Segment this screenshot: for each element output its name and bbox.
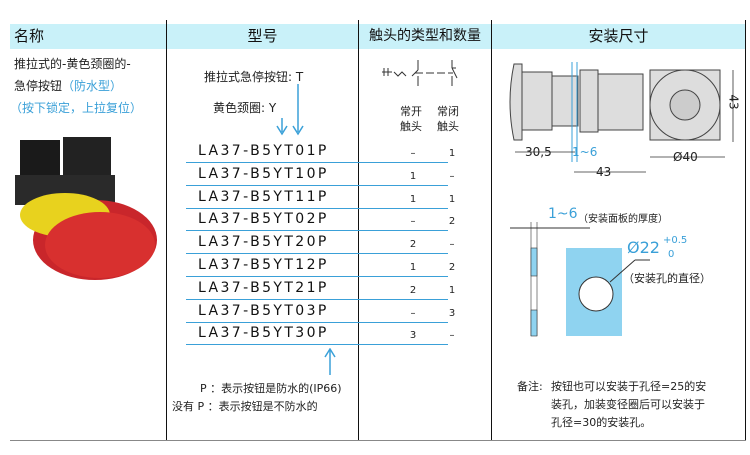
nc-count: – bbox=[449, 239, 455, 251]
action-note: （按下锁定，上拉复位） bbox=[10, 101, 143, 115]
tol-lower: 0 bbox=[668, 249, 675, 260]
remark-text: 按钮也可以安装于孔径=25的安 装孔，加装变径圈后可以安装于 孔径=30的安装孔… bbox=[551, 378, 706, 432]
nc-contact-label: 常闭触头 bbox=[437, 104, 459, 134]
header-model: 型号 bbox=[167, 24, 358, 49]
contact-symbol-icon bbox=[382, 60, 458, 86]
arrow-up-icon bbox=[324, 348, 336, 375]
nc-count: – bbox=[449, 170, 455, 182]
collar-label: 黄色颈圈: Y bbox=[213, 101, 277, 115]
no-count: 1 bbox=[409, 193, 417, 205]
model-code: LA37-B5YT21P bbox=[198, 279, 329, 296]
nc-count: 2 bbox=[448, 262, 456, 273]
no-label-2: 触头 bbox=[400, 120, 422, 133]
header-name: 名称 bbox=[10, 24, 166, 49]
row-divider bbox=[186, 162, 448, 163]
dim-43-h: 43 bbox=[596, 165, 612, 179]
remark-line: 孔径=30的安装孔。 bbox=[551, 416, 652, 429]
model-code: LA37-B5YT30P bbox=[198, 325, 329, 342]
name-line2: 急停按钮（防水型） bbox=[14, 77, 122, 94]
tol-upper: +0.5 bbox=[663, 235, 688, 246]
model-code: LA37-B5YT12P bbox=[198, 257, 329, 273]
hole-label: （安装孔的直径） bbox=[623, 272, 711, 285]
dim-1-6: 1~6 bbox=[572, 145, 598, 159]
no-count: – bbox=[410, 307, 416, 319]
row-divider bbox=[186, 298, 448, 300]
arrow-down-icons bbox=[276, 84, 304, 136]
row-divider bbox=[186, 276, 448, 277]
name-line1: 推拉式的-黄色颈圈的- bbox=[14, 57, 131, 71]
row-divider bbox=[186, 207, 448, 209]
header-contacts: 触头的类型和数量 bbox=[359, 24, 491, 49]
no-count: 1 bbox=[409, 262, 417, 273]
row-divider bbox=[186, 184, 448, 186]
nc-count: 1 bbox=[448, 193, 456, 205]
nc-count: 1 bbox=[448, 284, 456, 296]
nc-count: – bbox=[449, 330, 455, 342]
nc-count: 3 bbox=[448, 307, 456, 319]
waterproof-note: （防水型） bbox=[62, 79, 123, 93]
no-count: 3 bbox=[409, 330, 417, 342]
panel-hole-drawing bbox=[510, 222, 650, 337]
push-pull-label: 推拉式急停按钮: T bbox=[204, 70, 304, 84]
header-dims: 安装尺寸 bbox=[492, 24, 745, 49]
note-no-p: 没有 P ：表示按钮是不防水的 bbox=[172, 400, 318, 413]
model-code: LA37-B5YT10P bbox=[198, 165, 329, 182]
no-contact-label: 常开触头 bbox=[400, 104, 422, 134]
model-code: LA37-B5YT02P bbox=[198, 211, 329, 228]
dimension-drawing bbox=[509, 62, 734, 173]
name-text: 急停按钮 bbox=[14, 79, 63, 93]
no-count: 1 bbox=[409, 170, 417, 182]
note-p: P ：表示按钮是防水的(IP66) bbox=[200, 382, 342, 395]
hole-diameter: Ø22 bbox=[627, 238, 660, 257]
remark-line: 装孔，加装变径圈后可以安装于 bbox=[551, 398, 705, 411]
dim-40: Ø40 bbox=[673, 150, 698, 164]
product-photo bbox=[15, 137, 157, 280]
divider bbox=[358, 20, 359, 440]
row-divider bbox=[186, 253, 448, 255]
dim-43-v: 43 bbox=[726, 94, 741, 110]
model-code: LA37-B5YT20P bbox=[198, 234, 329, 251]
nc-label-1: 常闭 bbox=[437, 105, 459, 118]
nc-count: 1 bbox=[448, 148, 456, 159]
bottom-rule bbox=[10, 440, 746, 441]
no-count: – bbox=[410, 216, 416, 228]
divider bbox=[166, 20, 167, 440]
no-count: 2 bbox=[409, 239, 417, 251]
model-code: LA37-B5YT03P bbox=[198, 302, 329, 319]
dim-30-5: 30,5 bbox=[525, 145, 552, 159]
nc-count: 2 bbox=[448, 216, 456, 228]
nc-label-2: 触头 bbox=[437, 120, 459, 133]
model-code: LA37-B5YT01P bbox=[198, 143, 329, 159]
remark-label: 备注: bbox=[517, 380, 543, 393]
panel-thickness-value: 1~6 bbox=[548, 206, 578, 222]
no-count: 2 bbox=[409, 284, 417, 296]
no-label-1: 常开 bbox=[400, 105, 422, 118]
row-divider bbox=[186, 321, 448, 323]
no-count: – bbox=[410, 148, 416, 159]
model-code: LA37-B5YT11P bbox=[198, 188, 329, 205]
panel-thickness-label: （安装面板的厚度） bbox=[578, 214, 668, 225]
divider bbox=[491, 20, 492, 440]
remark-line: 按钮也可以安装于孔径=25的安 bbox=[551, 380, 707, 393]
row-divider bbox=[186, 230, 448, 232]
divider bbox=[745, 20, 746, 440]
row-divider bbox=[186, 344, 448, 346]
